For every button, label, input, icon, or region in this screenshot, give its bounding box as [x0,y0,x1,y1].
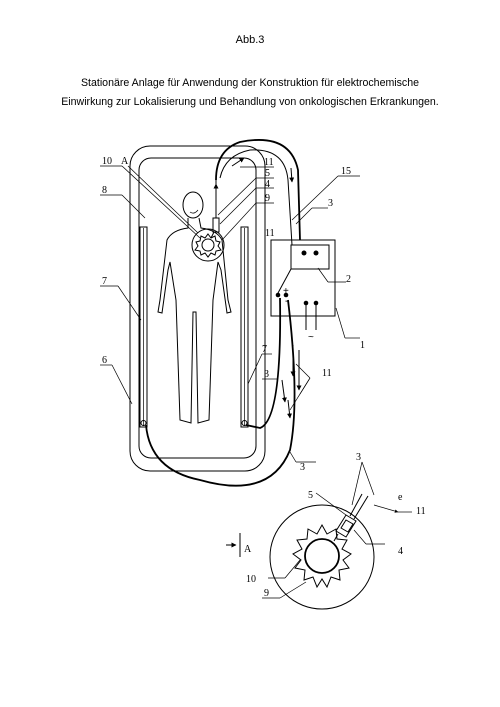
terminal-b [313,250,319,256]
cables [145,139,301,487]
label-11-mid: 11 [265,228,275,239]
label-4: 4 [265,179,270,190]
detail-tumor-core [304,538,340,574]
label-e: e [398,492,403,503]
label-A: A [121,156,129,167]
label-9-detail: 9 [264,588,269,599]
label-3-detail: 3 [356,452,361,463]
tumor-core [201,238,215,252]
label-11-detail: 11 [416,506,426,517]
plus-sign: + [283,286,289,297]
cable-probe-inner [219,149,293,246]
right-electrode [240,226,249,428]
bed-inner-frame [138,157,257,459]
minus-sign: - [285,296,288,307]
label-11-top: 11 [264,157,274,168]
label-3-bottom: 3 [300,462,305,473]
label-9: 9 [265,193,270,204]
caption-line-2: Einwirkung zur Lokalisierung und Behandl… [61,96,439,108]
label-A-section: A [244,544,252,555]
label-3-top: 3 [328,198,333,209]
body-outline [157,217,232,424]
ac-terminal-a [303,300,309,306]
label-7-left: 7 [102,276,107,287]
label-11-low: 11 [322,368,332,379]
label-5: 5 [265,168,270,179]
face-smile [189,209,199,214]
label-10: 10 [102,156,112,167]
label-10-detail: 10 [246,574,256,585]
cable-probe-to-unit [215,139,301,241]
caption-line-1: Stationäre Anlage für Anwendung der Kons… [80,77,420,89]
control-unit: + - ~ [270,239,336,343]
bed-frame [129,145,266,472]
figure-label: Abb.3 [235,34,265,46]
reference-labels: 10 A 11 5 4 15 8 9 3 11 2 7 1 6 7 3 11 3… [102,156,426,599]
label-8: 8 [102,185,107,196]
detail-view-a [226,461,412,610]
ac-terminal-b [313,300,319,306]
current-arrows [213,157,302,419]
minus-terminal [283,292,289,298]
label-5-detail: 5 [308,490,313,501]
generator-module [290,244,330,270]
label-6: 6 [102,355,107,366]
left-electrode-contact [140,420,147,426]
label-4-detail: 4 [398,546,403,557]
ac-symbol: ~ [308,332,314,343]
human-figure [157,191,232,424]
label-2: 2 [346,274,351,285]
label-15: 15 [341,166,351,177]
label-1: 1 [360,340,365,351]
bed-outer-frame [129,145,266,472]
label-7-right: 7 [262,344,267,355]
tumor-star [194,233,222,258]
detail-tumor-star [292,523,352,589]
figure-caption: Stationäre Anlage für Anwendung der Kons… [0,74,500,112]
detail-probe [333,493,369,542]
detail-outer-circle [269,504,375,610]
head [182,191,204,219]
left-electrode [139,226,148,428]
treatment-zone-circle [191,228,225,262]
cable-unit-to-right-electrode [245,297,282,429]
tumor-zone [191,228,225,262]
control-box [270,239,336,317]
cable-unit-to-left-electrode [145,299,296,487]
leader-lines [100,165,360,463]
label-3-mid: 3 [264,369,269,380]
terminal-a [301,250,307,256]
plus-terminal [275,292,281,298]
right-electrode-contact [241,420,248,426]
electrodes [139,226,249,428]
